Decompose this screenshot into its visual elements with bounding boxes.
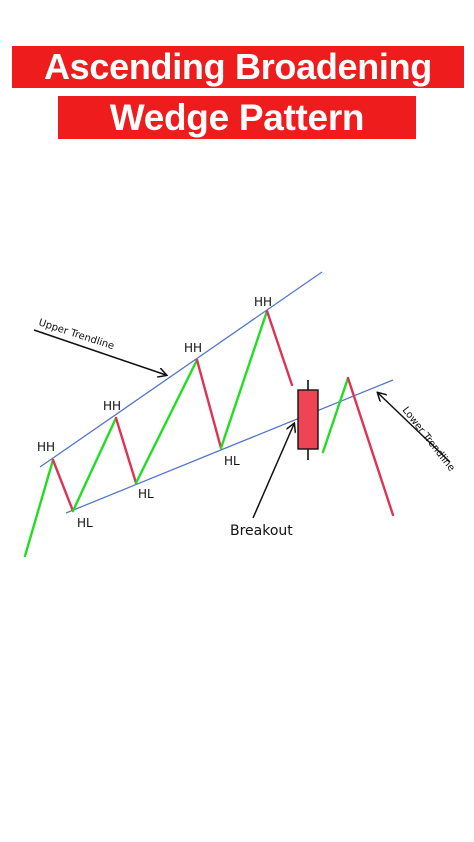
breakout-arrow xyxy=(252,424,294,519)
down-leg xyxy=(195,358,223,450)
breakout-label: Breakout xyxy=(230,523,293,539)
hl-label: HL xyxy=(224,454,240,468)
down-leg xyxy=(114,416,138,485)
breakout-candle xyxy=(297,380,319,460)
up-leg xyxy=(134,358,199,485)
up-leg xyxy=(219,309,269,450)
lower-trendline xyxy=(65,379,394,514)
hl-label: HL xyxy=(138,487,154,501)
hh-label: HH xyxy=(184,341,202,355)
upper-trendline-arrow xyxy=(33,329,166,375)
down-leg xyxy=(346,376,395,517)
upper-trendline xyxy=(39,271,323,468)
title-line-1: Ascending Broadening xyxy=(12,46,464,88)
down-leg xyxy=(51,458,75,513)
up-leg xyxy=(321,376,350,454)
lower-trendline-label: Lower Trendline xyxy=(400,405,457,474)
lower-trendline-arrow xyxy=(378,393,451,463)
hl-label: HL xyxy=(77,516,93,530)
title-line-2: Wedge Pattern xyxy=(58,96,416,139)
up-leg xyxy=(23,458,55,558)
hh-label: HH xyxy=(103,399,121,413)
down-leg xyxy=(265,309,294,387)
hh-label: HH xyxy=(254,295,272,309)
hh-label: HH xyxy=(37,440,55,454)
up-leg xyxy=(71,416,118,513)
price-swings xyxy=(23,309,395,558)
